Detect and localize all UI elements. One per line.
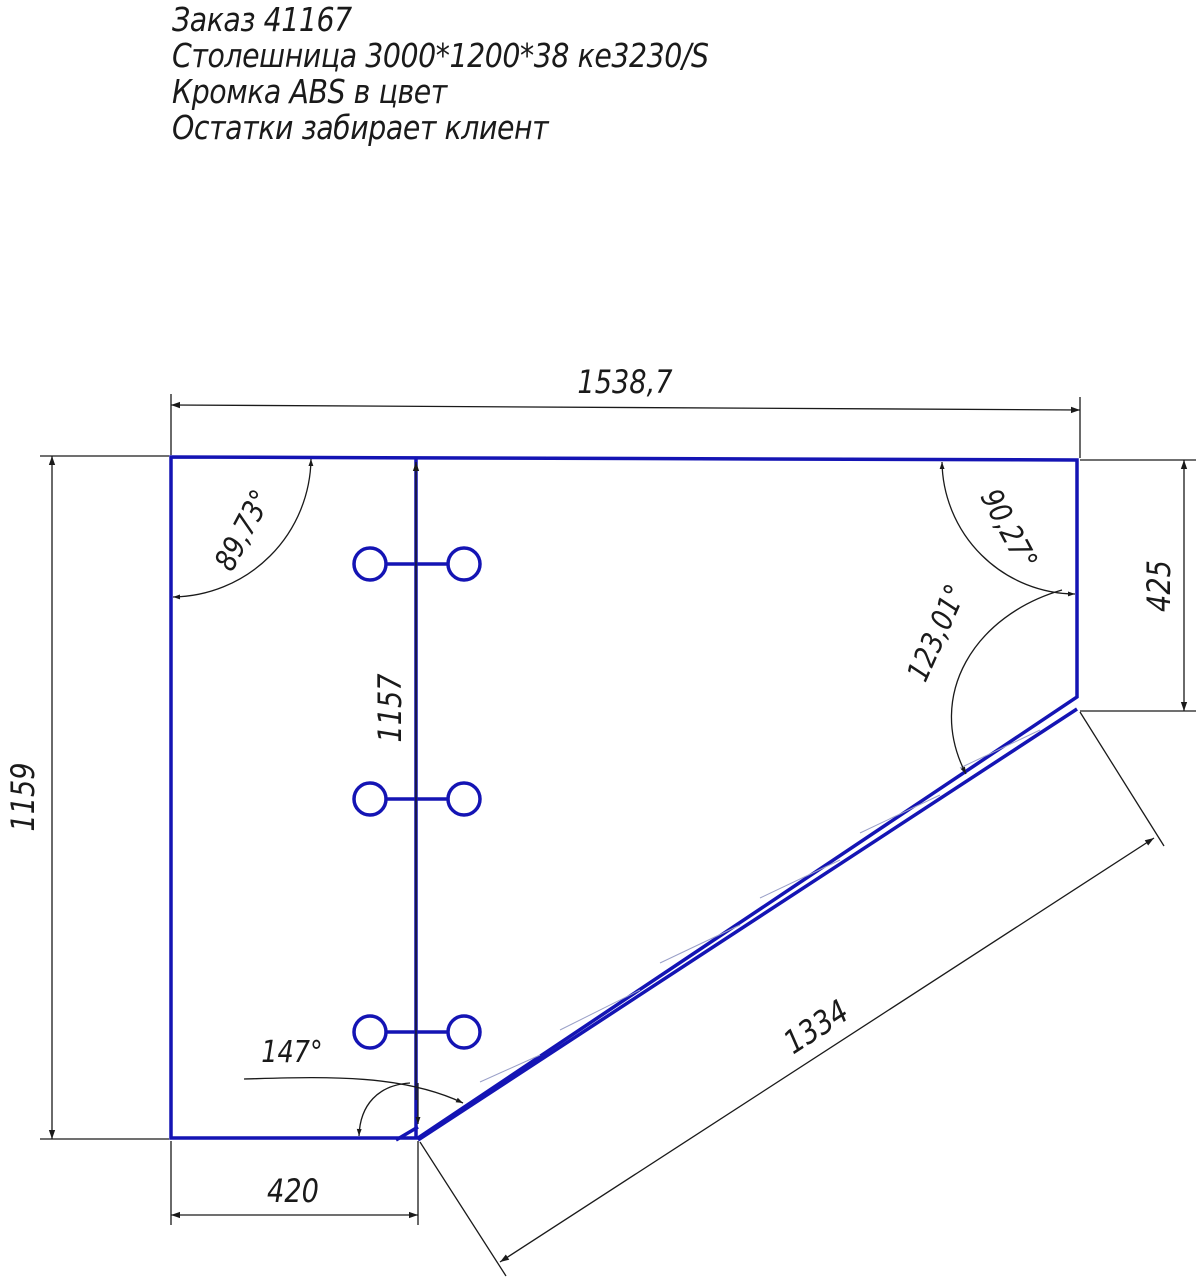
order-notes: Заказ 41167 Столешница 3000*1200*38 ке32… <box>172 2 709 146</box>
connector-bolt-top <box>352 546 482 582</box>
label-right-height: 425 <box>1141 560 1179 612</box>
label-bottom-width: 420 <box>267 1173 319 1211</box>
worktop-spec: Столешница 3000*1200*38 ке3230/S <box>172 36 709 75</box>
connector-bolt-bottom <box>352 1014 482 1050</box>
leftovers-note: Остатки забирает клиент <box>172 108 549 147</box>
label-inner-height: 1157 <box>372 673 410 742</box>
angle-arc-bottom-leader <box>243 1076 464 1104</box>
angle-arc-bottom <box>356 1082 411 1137</box>
dimension-top-width <box>170 401 1081 414</box>
label-angle-top-left: 89,73° <box>207 484 279 576</box>
angle-arc-top-left <box>172 458 314 600</box>
edge-spec: Кромка ABS в цвет <box>172 72 447 111</box>
edge-band-end <box>395 1125 419 1142</box>
dimension-lines <box>40 394 1196 1277</box>
order-number: Заказ 41167 <box>172 0 352 39</box>
label-top-width: 1538,7 <box>577 364 672 402</box>
angle-labels: 89,73° 90,27° 123,01° 147° <box>207 483 1045 1070</box>
label-left-height: 1159 <box>5 762 43 831</box>
dimension-diagonal <box>499 837 1155 1263</box>
angle-arc-top-right <box>939 461 1076 597</box>
label-angle-diagonal-corner: 123,01° <box>900 579 974 687</box>
label-angle-top-right: 90,27° <box>973 483 1045 575</box>
angle-arcs <box>172 458 1076 1137</box>
label-diagonal: 1334 <box>777 993 856 1062</box>
edge-band-line <box>417 707 1078 1142</box>
label-angle-bottom: 147° <box>261 1034 322 1070</box>
angle-arc-diagonal-corner <box>950 589 1063 775</box>
edge-band-hatch <box>479 729 1041 1083</box>
connector-bolts <box>352 546 482 1050</box>
connector-bolt-middle <box>352 781 482 817</box>
